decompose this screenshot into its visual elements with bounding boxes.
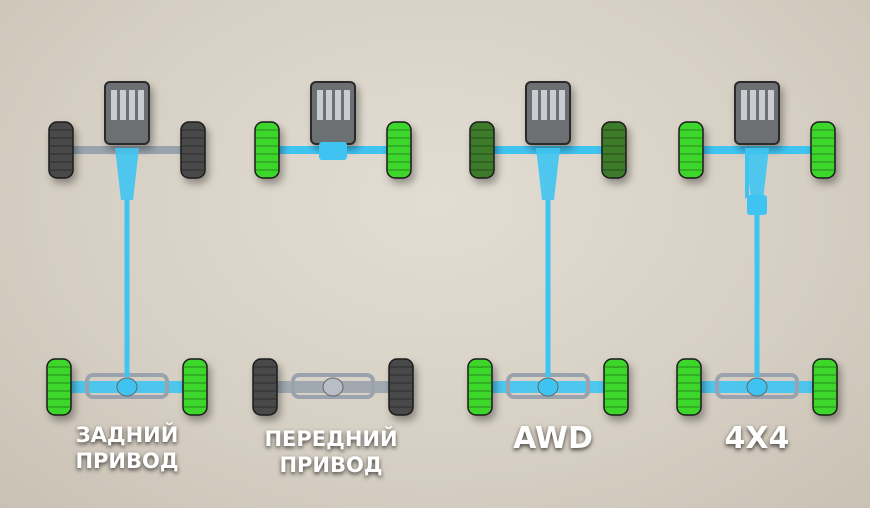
engine-detail [120, 90, 126, 120]
engine-detail [326, 90, 332, 120]
engine-detail [335, 90, 341, 120]
label-awd: AWD [513, 421, 593, 456]
front-right-wheel [601, 121, 627, 179]
rear-left-wheel [676, 358, 702, 416]
front-left-wheel [678, 121, 704, 179]
engine-detail [541, 90, 547, 120]
front-right-wheel [180, 121, 206, 179]
engine-detail [129, 90, 135, 120]
driveshaft [124, 200, 130, 377]
rear-differential [116, 377, 138, 397]
drivetrain-column-4 [676, 81, 838, 416]
rear-right-wheel [388, 358, 414, 416]
engine-detail [344, 90, 350, 120]
transaxle [319, 142, 347, 160]
label-4x4: 4X4 [724, 421, 790, 456]
front-left-wheel [48, 121, 74, 179]
rear-right-wheel [812, 358, 838, 416]
rear-left-wheel [467, 358, 493, 416]
rear-differential [746, 377, 768, 397]
drivetrain-column-1 [46, 81, 208, 416]
driveshaft [545, 200, 551, 377]
engine-detail [768, 90, 774, 120]
drivetrain-column-2 [252, 81, 414, 416]
engine-detail [741, 90, 747, 120]
rear-left-wheel [252, 358, 278, 416]
label-rwd-line2: ПРИВОД [75, 449, 179, 473]
engine-detail [550, 90, 556, 120]
drivetrain-column-3 [467, 81, 629, 416]
rear-subframe [291, 373, 375, 399]
engine-detail [111, 90, 117, 120]
engine-detail [750, 90, 756, 120]
rear-differential [322, 377, 344, 397]
front-left-wheel [254, 121, 280, 179]
front-left-wheel [469, 121, 495, 179]
label-fwd-line1: ПЕРЕДНИЙ [264, 427, 398, 451]
engine-detail [532, 90, 538, 120]
rear-right-wheel [603, 358, 629, 416]
rear-left-wheel [46, 358, 72, 416]
front-propshaft [745, 150, 749, 198]
engine-detail [317, 90, 323, 120]
driveshaft [754, 200, 760, 377]
rear-right-wheel [182, 358, 208, 416]
engine-detail [559, 90, 565, 120]
front-right-wheel [810, 121, 836, 179]
front-right-wheel [386, 121, 412, 179]
transfer-case [747, 195, 767, 215]
label-rwd-line1: ЗАДНИЙ [75, 423, 179, 447]
label-fwd: ПЕРЕДНИЙ ПРИВОД [231, 426, 431, 478]
engine-detail [138, 90, 144, 120]
label-fwd-line2: ПРИВОД [279, 453, 383, 477]
engine-detail [759, 90, 765, 120]
rear-differential [537, 377, 559, 397]
gearbox [115, 148, 139, 200]
gearbox [745, 148, 769, 200]
label-rwd: ЗАДНИЙ ПРИВОД [27, 422, 227, 474]
gearbox [536, 148, 560, 200]
